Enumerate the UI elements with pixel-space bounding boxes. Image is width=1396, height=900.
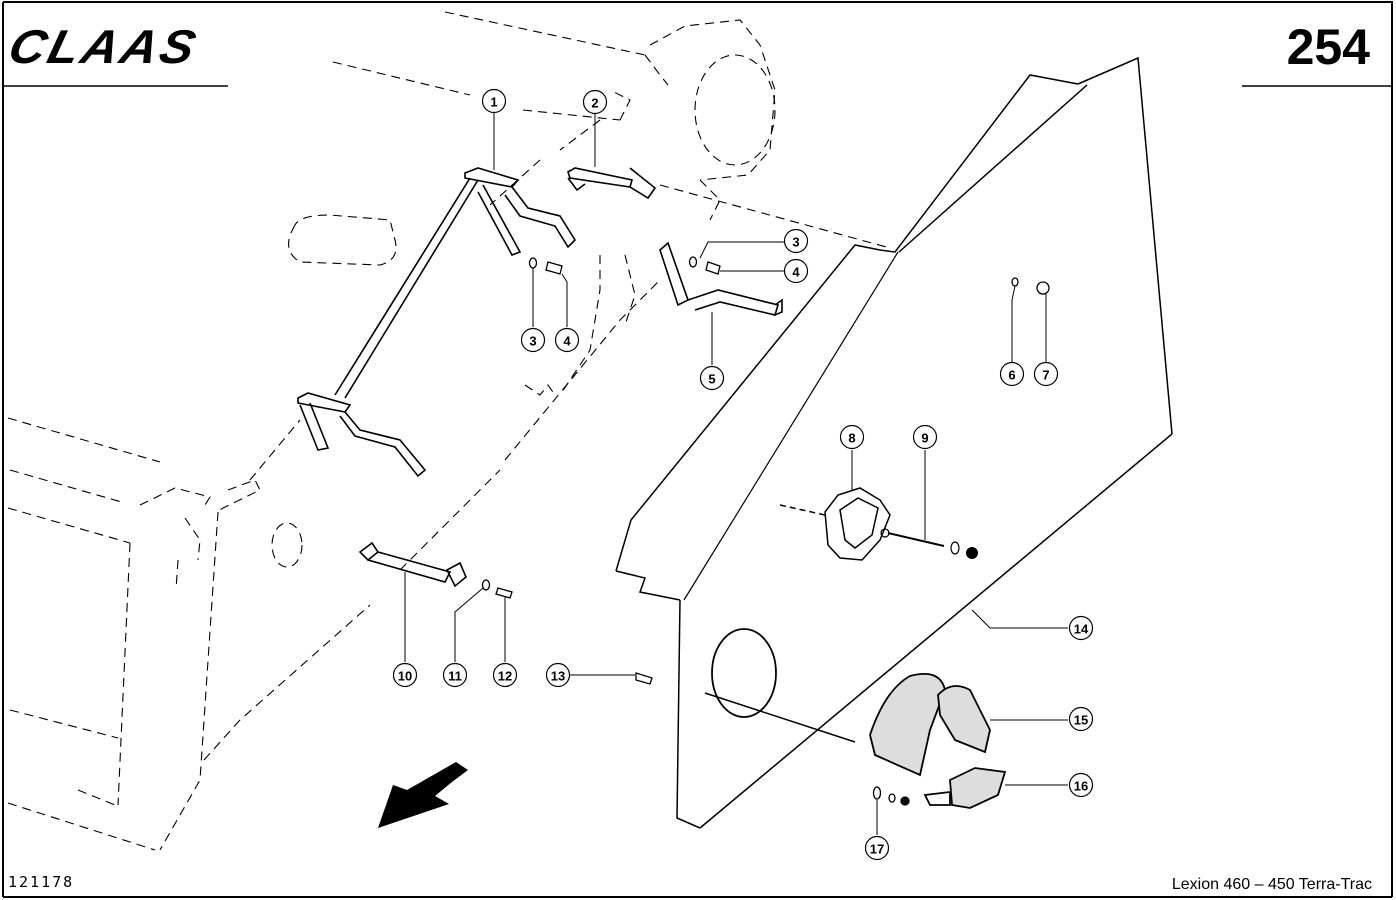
callout-number: 8 [848, 431, 855, 446]
callout-10: 10 [392, 662, 418, 688]
callout-13: 13 [545, 662, 571, 688]
callout-number: 15 [1074, 713, 1088, 728]
callout-circle [582, 89, 608, 115]
callout-circle [912, 424, 938, 450]
callout-3: 3 [783, 228, 809, 254]
travel-direction-arrow [378, 762, 468, 828]
callout-6: 6 [999, 361, 1025, 387]
callout-circle [545, 662, 571, 688]
callout-number: 2 [591, 96, 598, 111]
callout-number: 5 [708, 372, 715, 387]
callout-8: 8 [839, 424, 865, 450]
machine-frame-outline [7, 11, 891, 851]
callout-number: 7 [1042, 368, 1049, 383]
hardware-3-4-left [481, 256, 1050, 806]
callout-number: 11 [448, 669, 462, 684]
callout-circle [1033, 361, 1059, 387]
callout-number: 17 [870, 842, 884, 857]
callout-circle [1068, 706, 1094, 732]
callout-number: 4 [792, 265, 800, 280]
callout-12: 12 [492, 662, 518, 688]
callout-circle [392, 662, 418, 688]
callout-number: 3 [529, 334, 536, 349]
callout-number: 10 [398, 669, 412, 684]
callout-circle [783, 228, 809, 254]
callout-4: 4 [554, 327, 580, 353]
callout-circle [864, 835, 890, 861]
callout-circle [1068, 615, 1094, 641]
callout-number: 6 [1008, 368, 1015, 383]
callout-number: 9 [921, 431, 928, 446]
callout-15: 15 [1068, 706, 1094, 732]
callout-7: 7 [1033, 361, 1059, 387]
side-panel [615, 56, 1173, 829]
callout-circle [1068, 772, 1094, 798]
cover-part-16 [923, 767, 1007, 809]
callout-3: 3 [520, 327, 546, 353]
page-number: 254 [1286, 19, 1370, 75]
callout-circle [481, 88, 507, 114]
bracket-part-5 [659, 241, 783, 316]
bracket-part-10 [358, 541, 467, 588]
callout-9: 9 [912, 424, 938, 450]
callout-circle [442, 662, 468, 688]
callout-circle [999, 361, 1025, 387]
callout-number: 14 [1074, 622, 1089, 637]
callout-circle [520, 327, 546, 353]
callout-11: 11 [442, 662, 468, 688]
bolt-part-9 [880, 528, 978, 559]
callout-number: 3 [792, 235, 799, 250]
callout-14: 14 [1068, 615, 1094, 641]
model-name: Lexion 460 – 450 Terra-Trac [1171, 876, 1372, 893]
callout-number: 13 [551, 669, 565, 684]
callout-number: 16 [1074, 779, 1088, 794]
callout-circle [783, 258, 809, 284]
bracket-part-1 [297, 167, 577, 478]
callout-number: 12 [498, 669, 512, 684]
callout-number: 4 [563, 334, 571, 349]
callout-2: 2 [582, 89, 608, 115]
callout-circle [839, 424, 865, 450]
callout-circle [554, 327, 580, 353]
bracket-part-2 [567, 167, 657, 200]
drawing-number: 121178 [8, 873, 75, 891]
callout-circle [492, 662, 518, 688]
callout-1: 1 [481, 88, 507, 114]
callout-circle [699, 365, 725, 391]
callout-4: 4 [783, 258, 809, 284]
callout-16: 16 [1068, 772, 1094, 798]
cover-part-15 [869, 672, 991, 777]
callout-5: 5 [699, 365, 725, 391]
leader-lines [404, 112, 1068, 835]
buffer-part-8 [779, 487, 891, 561]
callout-17: 17 [864, 835, 890, 861]
callout-number: 1 [490, 95, 497, 110]
